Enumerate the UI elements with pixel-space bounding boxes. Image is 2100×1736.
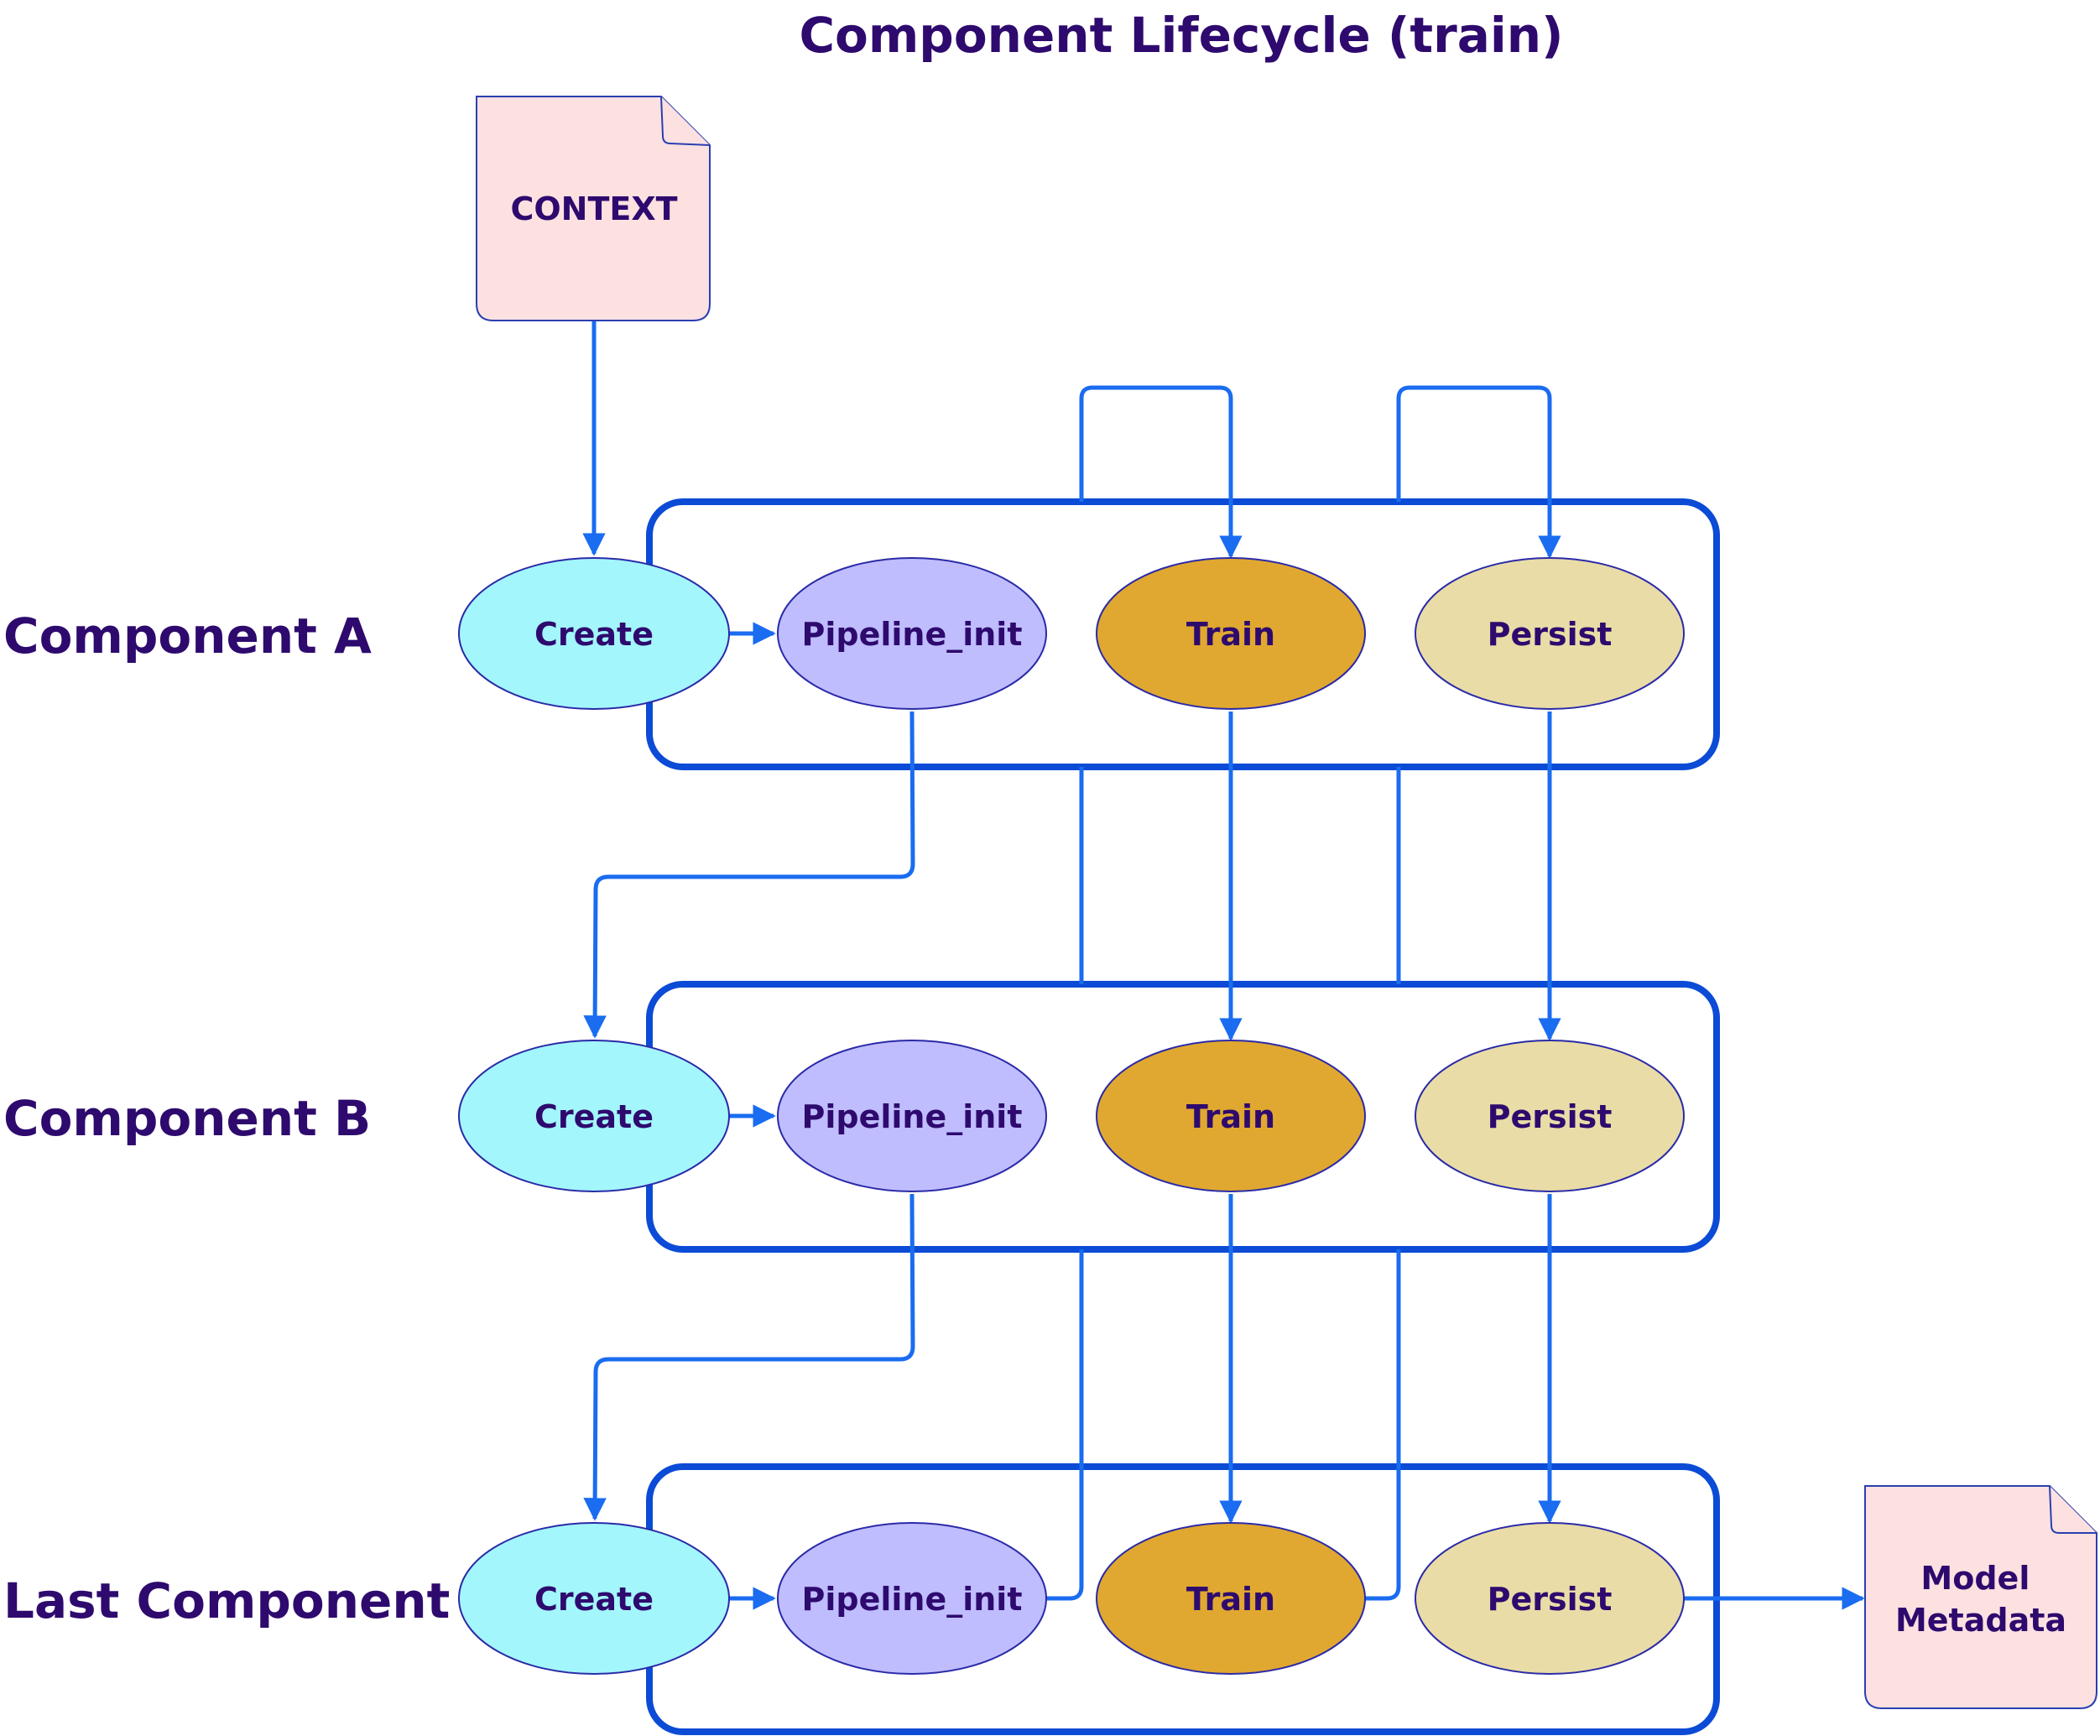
train-node-a [1096,557,1366,710]
train-label-last: Train [1186,1581,1275,1618]
diagram-title: Component Lifecycle (train) [799,7,1563,64]
persist-node-a [1415,557,1685,710]
pipeline-init-label-last: Pipeline_init [802,1581,1023,1618]
persist-label-b: Persist [1488,1098,1613,1135]
create-node-a [458,557,730,710]
pipeline-init-node-last [777,1522,1047,1675]
persist-label-last: Persist [1488,1581,1613,1618]
create-label-last: Create [534,1581,654,1618]
context-document: CONTEXT [476,96,711,321]
loop-to-persist-a-arrow [1396,385,1561,559]
pipeline-init-node-b [777,1040,1047,1192]
create-node-last [458,1522,730,1675]
model-metadata-document: Model Metadata [1864,1485,2097,1709]
pipeline-init-label-b: Pipeline_init [802,1098,1023,1135]
context-label: CONTEXT [510,190,677,227]
row-label-component-b: Component B [3,1090,371,1147]
create-label-b: Create [534,1098,654,1135]
pipeline-init-node-a [777,557,1047,710]
row-component-b: Create Pipeline_init Train Persist [458,1040,1685,1192]
pipeline-last-to-container-b-link [1046,1249,1084,1601]
row-label-last-component: Last Component [3,1572,450,1629]
train-label-b: Train [1186,1098,1275,1135]
persist-node-last [1415,1522,1685,1675]
pipeline-init-label-a: Pipeline_init [802,616,1023,653]
loop-to-train-a-arrow [1079,385,1243,559]
pipeline-b-to-create-last-arrow [583,1193,915,1521]
svg-text:Model Metadata: Model Metadata [1895,1560,2066,1639]
train-node-b [1096,1040,1366,1192]
train-node-last [1096,1522,1366,1675]
row-component-a: Create Pipeline_init Train Persist [458,557,1685,710]
create-node-b [458,1040,730,1192]
persist-label-a: Persist [1488,616,1613,653]
pipeline-a-to-create-b-arrow [583,711,915,1039]
model-metadata-line2: Metadata [1895,1602,2066,1639]
row-last-component: Create Pipeline_init Train Persist [458,1522,1685,1675]
train-label-a: Train [1186,616,1275,653]
row-label-component-a: Component A [3,607,372,665]
model-metadata-line1: Model [1920,1560,2030,1597]
persist-node-b [1415,1040,1685,1192]
train-last-to-container-b-link [1365,1249,1401,1601]
connectors [582,321,1865,1610]
create-label-a: Create [534,616,654,653]
